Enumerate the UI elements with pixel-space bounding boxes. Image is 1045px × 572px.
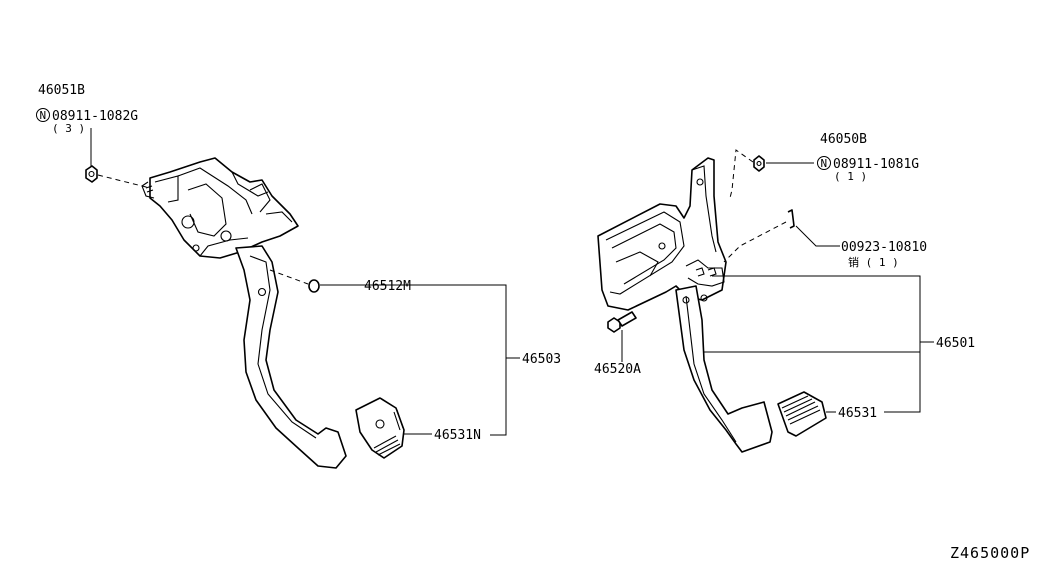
part-number-label: 46050B <box>820 132 867 147</box>
n-circle-icon: N <box>36 108 50 122</box>
leader-pin <box>795 225 840 247</box>
part-number-label: 46531N <box>434 428 481 443</box>
dashed-guide <box>723 221 787 263</box>
dashed-guide <box>729 149 754 199</box>
pin-description-label: 销 ( 1 ) <box>848 255 899 269</box>
frame-bracket-icon <box>597 157 727 311</box>
n-symbol: N <box>40 109 47 122</box>
quantity-label: ( 1 ) <box>834 170 867 183</box>
nut-icon <box>753 155 765 172</box>
diagram-reference-code: Z465000P <box>950 544 1030 562</box>
bracket-leader-46503 <box>320 284 507 436</box>
pedal-pad-icon <box>355 397 405 459</box>
pedal-arm-icon <box>235 245 347 469</box>
pedal-arm-icon <box>675 285 773 453</box>
quantity-label: ( 3 ) <box>52 122 85 135</box>
nut-icon <box>85 165 98 183</box>
left-pedal-assembly <box>85 128 520 469</box>
n-symbol: N <box>821 157 828 170</box>
n-circle-icon: N <box>817 156 831 170</box>
bracket-leader-46501 <box>712 275 921 413</box>
dashed-guide <box>269 269 309 285</box>
right-pedal-assembly <box>597 149 934 453</box>
pin-icon <box>787 209 795 229</box>
bracket-icon <box>141 157 299 259</box>
part-number-label: 46503 <box>522 352 561 367</box>
part-number-label: 46531 <box>838 406 877 421</box>
part-number-label: 00923-10810 <box>841 240 927 255</box>
pedal-pad-icon <box>777 391 827 437</box>
stopper-icon <box>308 279 320 293</box>
part-number-label: 46051B <box>38 83 85 98</box>
part-number-label: 46501 <box>936 336 975 351</box>
part-number-label: 08911-1081G <box>833 157 919 172</box>
part-number-label: 46520A <box>594 362 641 377</box>
part-number-label: 46512M <box>364 279 411 294</box>
part-number-label: 08911-1082G <box>52 109 138 124</box>
bolt-icon <box>607 311 637 333</box>
